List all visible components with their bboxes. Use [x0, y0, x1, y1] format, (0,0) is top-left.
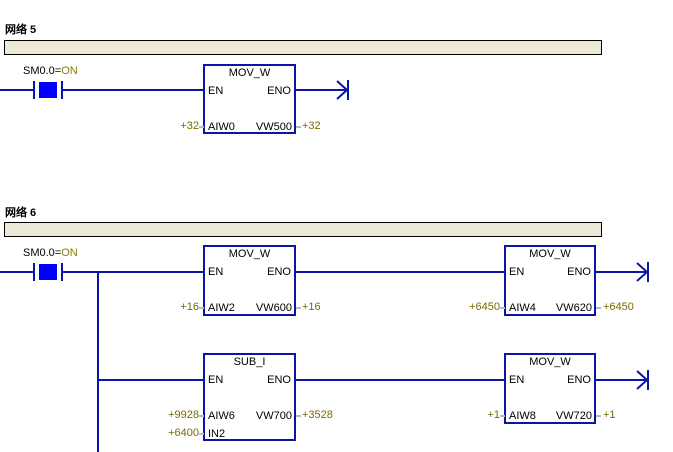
box-title: MOV_W	[228, 67, 271, 79]
sub-i-box[interactable]: SUB_I EN ENO AIW6 VW700 IN2	[203, 353, 296, 441]
pin-in: AIW4	[509, 302, 536, 314]
in-value: +6450	[469, 301, 500, 313]
pin-stub	[500, 415, 505, 417]
pin-en: EN	[208, 266, 224, 278]
box-title: MOV_W	[228, 248, 271, 260]
pin-stub	[596, 415, 601, 417]
pin-en: EN	[208, 85, 224, 97]
pin-eno: ENO	[267, 85, 291, 97]
network-5-title: 网络 5	[5, 24, 37, 36]
contact-label: SM0.0=ON	[23, 247, 78, 259]
pin-in: AIW0	[208, 121, 235, 133]
rung-wire	[97, 379, 204, 381]
rung-wire	[63, 89, 204, 91]
mov-w-box[interactable]: MOV_W EN ENO AIW0 VW500	[203, 64, 296, 134]
mov-w-box[interactable]: MOV_W EN ENO AIW8 VW720	[504, 353, 596, 424]
rung-wire	[63, 271, 204, 273]
in-value: +32	[180, 120, 199, 132]
pin-stub	[296, 126, 301, 128]
out-value: +32	[302, 120, 321, 132]
out-value: +1	[603, 409, 616, 421]
pin-eno: ENO	[567, 266, 591, 278]
pin-out: VW500	[255, 121, 292, 133]
pin-in: AIW8	[509, 410, 536, 422]
pin-stub	[199, 433, 204, 435]
out-value: +16	[302, 301, 321, 313]
rung-wire	[296, 89, 348, 91]
contact-address: SM0.0=	[23, 65, 62, 77]
pin-en: EN	[509, 374, 525, 386]
contact-label: SM0.0=ON	[23, 65, 78, 77]
in-value: +1	[487, 409, 500, 421]
mov-w-box[interactable]: MOV_W EN ENO AIW4 VW620	[504, 245, 596, 316]
rung-end-arrow-icon	[636, 262, 649, 282]
pin-en: EN	[208, 374, 224, 386]
rung-wire	[0, 271, 34, 273]
pin-stub	[199, 307, 204, 309]
pin-out: VW600	[255, 302, 292, 314]
pin-out: VW700	[255, 410, 292, 422]
network-6-title: 网络 6	[5, 207, 37, 219]
out-value: +3528	[302, 409, 333, 421]
rung-wire	[596, 379, 648, 381]
in1-value: +9928	[168, 409, 199, 421]
pin-en: EN	[509, 266, 525, 278]
network-6-comment-bar[interactable]	[4, 222, 602, 237]
branch-wire	[97, 271, 99, 452]
rung-wire	[0, 89, 34, 91]
box-title: SUB_I	[233, 356, 266, 368]
pin-eno: ENO	[267, 266, 291, 278]
pin-out: VW720	[555, 410, 592, 422]
pin-stub	[199, 126, 204, 128]
box-title: MOV_W	[529, 356, 571, 368]
out-value: +6450	[603, 301, 634, 313]
pin-stub	[296, 415, 301, 417]
pin-stub	[199, 415, 204, 417]
pin-in1: AIW6	[208, 410, 235, 422]
contact-address: SM0.0=	[23, 247, 62, 259]
rung-end-arrow-icon	[336, 80, 349, 100]
pin-stub	[500, 307, 505, 309]
in2-value: +6400	[168, 427, 199, 439]
pin-eno: ENO	[267, 374, 291, 386]
box-title: MOV_W	[529, 248, 571, 260]
rung-wire	[296, 379, 505, 381]
rung-wire	[296, 271, 505, 273]
pin-eno: ENO	[567, 374, 591, 386]
pin-in: AIW2	[208, 302, 235, 314]
contact-state: ON	[61, 65, 78, 77]
contact-state: ON	[61, 247, 78, 259]
pin-stub	[296, 307, 301, 309]
rung-wire	[596, 271, 648, 273]
pin-out: VW620	[555, 302, 592, 314]
pin-stub	[596, 307, 601, 309]
contact-sm0-0[interactable]	[33, 263, 63, 281]
rung-end-arrow-icon	[636, 370, 649, 390]
in-value: +16	[180, 301, 199, 313]
network-5-comment-bar[interactable]	[4, 40, 602, 55]
mov-w-box[interactable]: MOV_W EN ENO AIW2 VW600	[203, 245, 296, 316]
pin-in2: IN2	[208, 428, 226, 440]
contact-sm0-0[interactable]	[33, 81, 63, 99]
